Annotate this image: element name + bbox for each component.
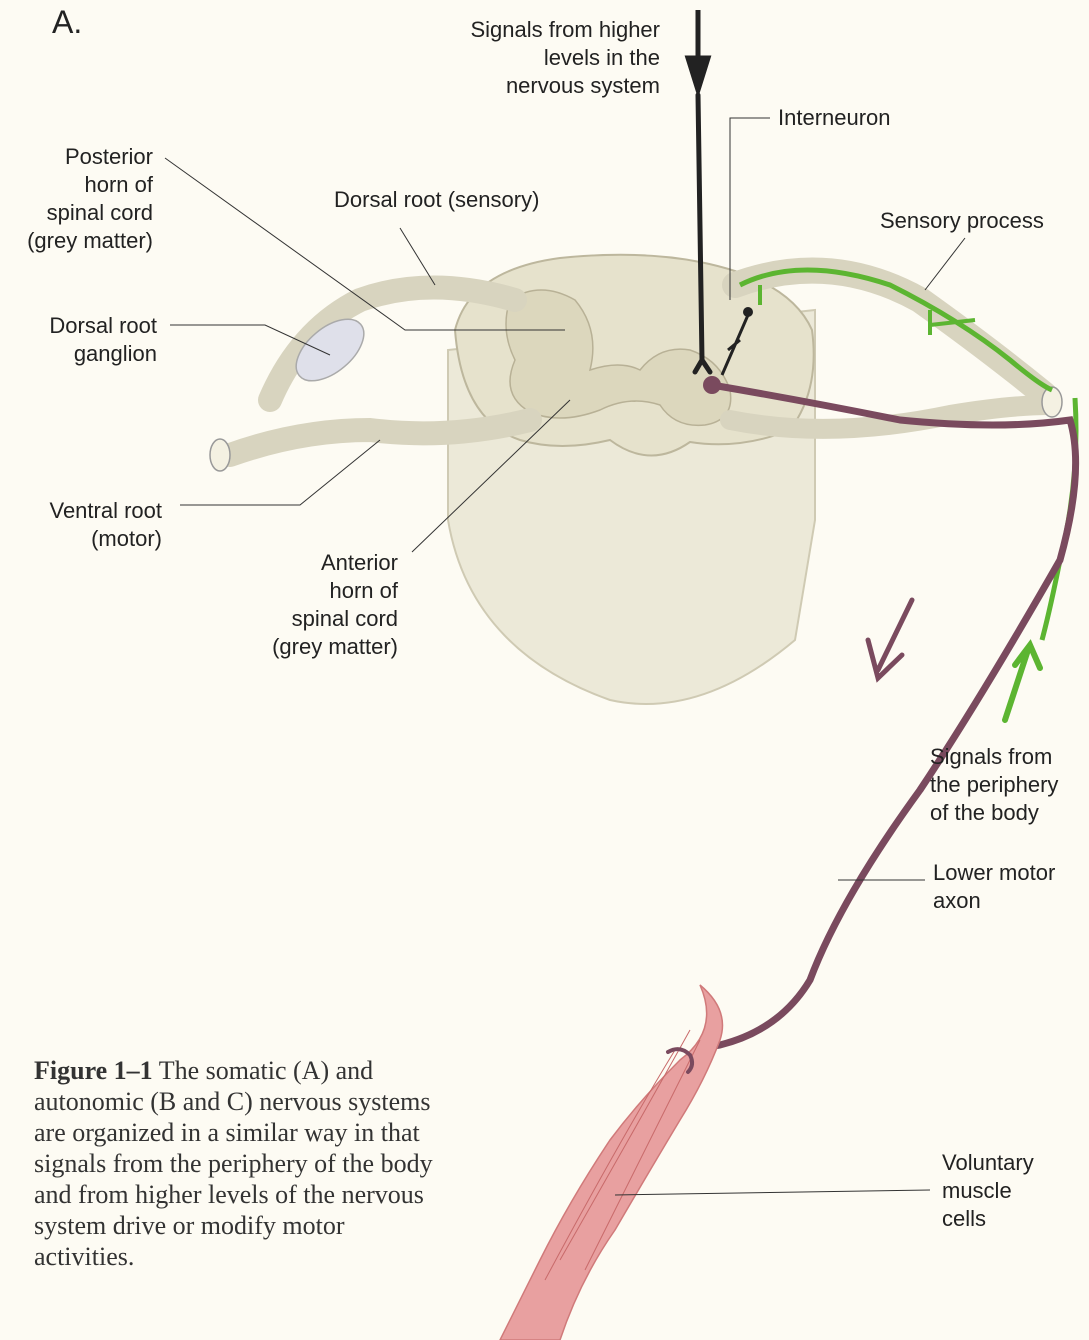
label-interneuron: Interneuron xyxy=(778,104,891,132)
leader-sensory-process xyxy=(925,238,965,290)
voluntary-muscle xyxy=(500,985,723,1340)
spinal-nerve-end xyxy=(210,439,230,471)
label-voluntary-muscle: Voluntary muscle cells xyxy=(942,1149,1034,1233)
label-anterior-horn: Anterior horn of spinal cord (grey matte… xyxy=(240,549,398,661)
label-sensory-process: Sensory process xyxy=(880,207,1044,235)
interneuron-cell-body xyxy=(743,307,753,317)
label-periphery-signals: Signals from the periphery of the body xyxy=(930,743,1058,827)
label-dorsal-root-ganglion: Dorsal root ganglion xyxy=(0,312,157,368)
descending-arrow xyxy=(688,10,708,90)
motor-neuron-cell-body xyxy=(703,376,721,394)
motor-direction-arrow xyxy=(868,600,912,678)
label-posterior-horn: Posterior horn of spinal cord (grey matt… xyxy=(0,143,153,255)
panel-letter: A. xyxy=(52,4,82,41)
figure-caption: Figure 1–1 The somatic (A) and autonomic… xyxy=(34,1055,434,1272)
caption-text: The somatic (A) and autonomic (B and C) … xyxy=(34,1056,433,1271)
leader-muscle xyxy=(615,1190,930,1195)
label-lower-motor-axon: Lower motor axon xyxy=(933,859,1055,915)
sensory-direction-arrow xyxy=(1005,645,1040,720)
label-ventral-root: Ventral root (motor) xyxy=(0,497,162,553)
caption-label: Figure 1–1 xyxy=(34,1056,153,1085)
label-dorsal-root: Dorsal root (sensory) xyxy=(334,186,539,214)
label-higher-signals: Signals from higher levels in the nervou… xyxy=(420,16,660,100)
right-nerve-end xyxy=(1042,387,1062,417)
